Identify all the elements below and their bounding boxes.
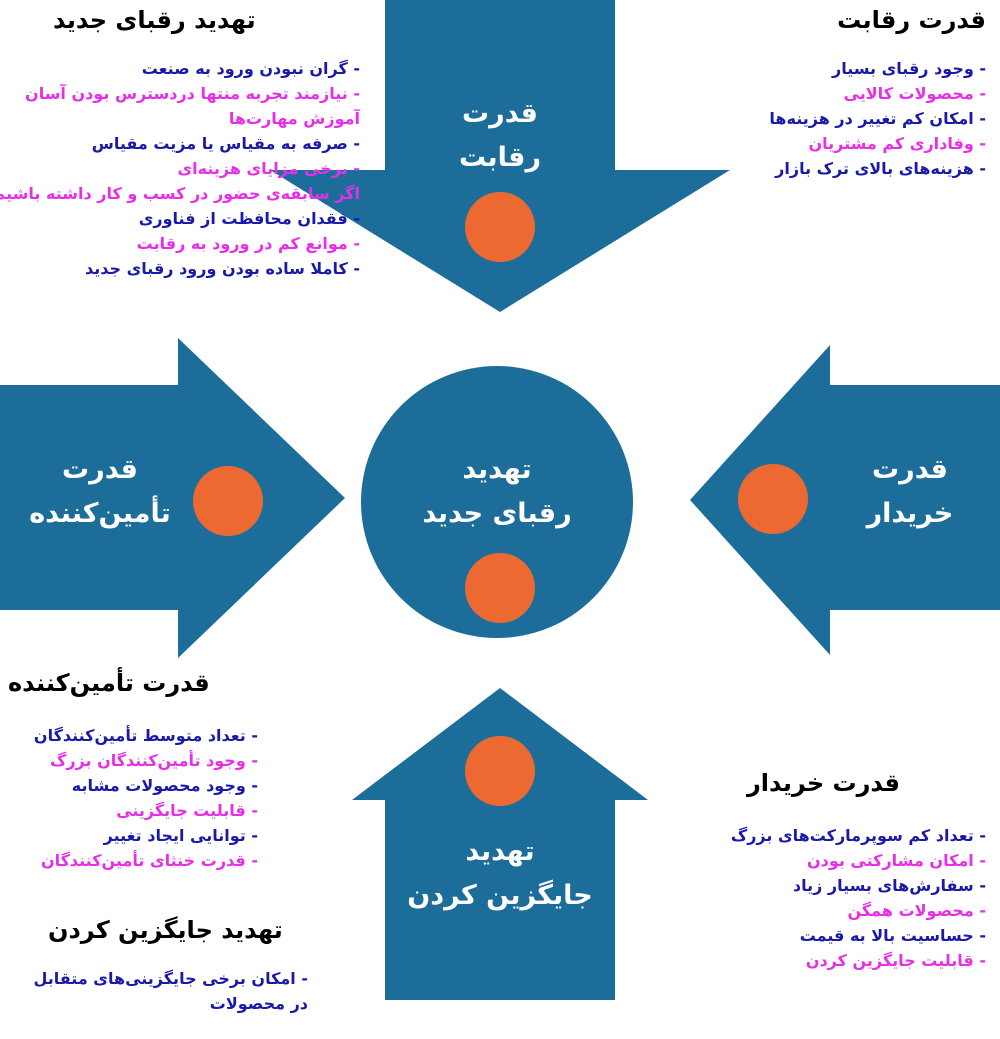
panel-rivalry-item: - وفاداری کم مشتریان [808,134,986,153]
left-arrow-label: قدرت تأمین‌کننده [10,448,190,536]
panel-buyer-item: - محصولات همگن [847,901,986,920]
left-arrow-label-line2: تأمین‌کننده [29,498,171,529]
panel-substitution-item: در محصولات [209,994,308,1013]
panel-new-entrants-item: - موانع کم در ورود به رقابت [136,234,360,253]
panel-new-entrants-item: آموزش مهارت‌ها [228,109,360,128]
top-arrow-label: قدرت رقابت [415,92,585,180]
bottom-arrow-label-line2: جایگزین کردن [407,880,593,911]
panel-substitution: تهدید جایگزین کردن - امکان برخی جایگزینی… [8,916,308,1016]
panel-supplier-item: - توانایی ایجاد تغییر [103,826,258,845]
right-arrow [690,345,1000,655]
panel-new-entrants-item: - فقدان محافظت از فناوری [138,209,360,228]
top-dot [465,192,535,262]
center-circle [361,366,633,638]
panel-rivalry-item: - وجود رقبای بسیار [832,59,986,78]
left-dot [193,466,263,536]
panel-new-entrants-item: - نیازمند تجربه منتها دردسترس بودن آسان [25,84,360,103]
panel-buyer-item: - تعداد کم سوپرمارکت‌های بزرگ [730,826,986,845]
right-arrow-label-line2: خریدار [866,498,954,529]
panel-buyer-item: - حساسیت بالا به قیمت [799,926,986,945]
panel-new-entrants-item: اگر سابقه‌ی حضور در کسب و کار داشته باشی… [0,184,360,203]
panel-supplier-title: قدرت تأمین‌کننده [8,669,210,697]
panel-rivalry: قدرت رقابت - وجود رقبای بسیار - محصولات ک… [766,6,986,181]
panel-supplier-item: - قابلیت جایگزینی [116,801,258,820]
bottom-arrow-label: تهدید جایگزین کردن [395,830,605,918]
panel-buyer-list: - تعداد کم سوپرمارکت‌های بزرگ - امکان مشا… [696,823,986,973]
bottom-dot [465,736,535,806]
panel-substitution-item: - امکان برخی جایگزینی‌های متقابل [33,969,308,988]
left-arrow-label-line1: قدرت [62,454,138,485]
panel-substitution-list: - امکان برخی جایگزینی‌های متقابل در محصول… [8,966,308,1016]
top-arrow [270,0,730,312]
panel-new-entrants-item: - صرفه به مقیاس یا مزیت مقیاس [91,134,360,153]
panel-rivalry-item: - هزینه‌های بالای ترک بازار [775,159,986,178]
right-arrow-label-line1: قدرت [872,454,948,485]
panel-new-entrants-item: - برخی مزایای هزینه‌ای [177,159,361,178]
right-dot [738,464,808,534]
panel-rivalry-item: - امکان کم تغییر در هزینه‌ها [769,109,986,128]
left-arrow [0,338,345,658]
panel-new-entrants-list: - گران نبودن ورود به صنعت - نیازمند تجربه… [0,56,361,281]
panel-supplier-item: - قدرت خنثای تأمین‌کنندگان [40,851,258,870]
panel-buyer: قدرت خریدار - تعداد کم سوپرمارکت‌های بزر… [696,769,986,973]
panel-supplier-item: - وجود تأمین‌کنندگان بزرگ [49,751,258,770]
panel-supplier: قدرت تأمین‌کننده - تعداد متوسط تأمین‌کنن… [8,669,258,873]
bottom-arrow [352,688,648,1000]
panel-new-entrants: تهدید رقبای جدید - گران نبودن ورود به صن… [0,6,361,281]
panel-buyer-title: قدرت خریدار [746,769,900,797]
panel-substitution-title: تهدید جایگزین کردن [48,916,283,944]
panel-new-entrants-item: - گران نبودن ورود به صنعت [141,59,360,78]
panel-buyer-item: - امکان مشارکتی بودن [806,851,986,870]
top-arrow-label-line1: قدرت [462,98,538,129]
panel-new-entrants-title: تهدید رقبای جدید [53,6,256,34]
center-circle-label: تهدید رقبای جدید [397,448,597,536]
right-arrow-label: قدرت خریدار [830,448,990,536]
top-arrow-label-line2: رقابت [458,142,542,173]
center-circle-label-line1: تهدید [462,454,532,485]
center-circle-label-line2: رقبای جدید [422,498,572,529]
panel-new-entrants-item: - کاملا ساده بودن ورود رقبای جدید [85,259,360,278]
bottom-arrow-label-line1: تهدید [465,836,535,867]
panel-supplier-item: - وجود محصولات مشابه [71,776,258,795]
panel-rivalry-list: - وجود رقبای بسیار - محصولات کالایی - امکا… [766,56,986,181]
panel-rivalry-item: - محصولات کالایی [843,84,986,103]
center-dot [465,553,535,623]
panel-rivalry-title: قدرت رقابت [837,6,986,34]
panel-buyer-item: - قابلیت جایگزین کردن [805,951,986,970]
panel-buyer-item: - سفارش‌های بسیار زیاد [792,876,986,895]
panel-supplier-item: - تعداد متوسط تأمین‌کنندگان [33,726,258,745]
panel-supplier-list: - تعداد متوسط تأمین‌کنندگان - وجود تأمین‌… [8,723,258,873]
